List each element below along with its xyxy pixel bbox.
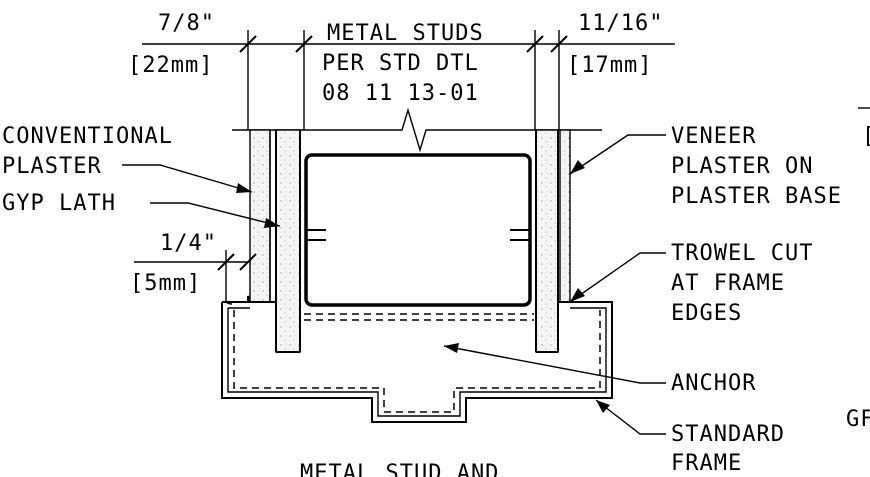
trowel-cut-label-line3: EDGES (671, 301, 742, 326)
leader-trowel-cut (569, 252, 666, 303)
standard-frame-label-line2: FRAME (671, 451, 742, 476)
standard-frame (221, 295, 613, 423)
dimension-small-imperial: 1/4" (160, 231, 217, 256)
metal-studs-label-line2: PER STD DTL (322, 51, 479, 76)
veneer-label-line1: VENEER (671, 124, 756, 149)
cut-off-text-right-top: [ (862, 124, 870, 149)
anchor-label: ANCHOR (671, 371, 756, 396)
conventional-plaster-label-line2: PLASTER (2, 154, 102, 179)
dimension-left-metric: [22mm] (128, 53, 213, 78)
dimension-left-imperial: 7/8" (158, 11, 215, 36)
dimension-line-top (142, 30, 675, 130)
trowel-cut-label-line1: TROWEL CUT (671, 241, 813, 266)
gyp-lath-label: GYP LATH (2, 191, 116, 216)
standard-frame-label-line1: STANDARD (671, 422, 785, 447)
leader-conventional-plaster (122, 164, 253, 193)
metal-studs-label-line1: METAL STUDS (327, 21, 484, 46)
leader-veneer (569, 134, 666, 175)
leader-anchor (443, 343, 666, 384)
dimension-right-metric: [17mm] (567, 53, 652, 78)
cut-off-text-right-bottom: GF (846, 407, 870, 432)
dimension-right-imperial: 11/16" (578, 11, 663, 36)
gyp-lath-layer (275, 129, 301, 353)
veneer-plaster-layer (559, 129, 571, 303)
trowel-cut-label-line2: AT FRAME (671, 271, 785, 296)
conventional-plaster-label-line1: CONVENTIONAL (2, 124, 173, 149)
dimension-line-small (134, 250, 257, 305)
dimension-small-metric: [5mm] (130, 271, 201, 296)
detail-title-partial: METAL STUD AND (300, 461, 499, 477)
plaster-base-layer (535, 129, 559, 353)
metal-studs-label-line3: 08 11 13-01 (322, 81, 479, 106)
leader-gyp-lath (150, 202, 281, 228)
veneer-label-line2: PLASTER ON (671, 154, 813, 179)
wall-section (249, 129, 571, 353)
break-line (232, 107, 602, 153)
conventional-plaster-layer (249, 129, 271, 303)
metal-stud (304, 153, 532, 307)
veneer-label-line3: PLASTER BASE (671, 184, 842, 209)
leader-standard-frame (595, 399, 666, 435)
